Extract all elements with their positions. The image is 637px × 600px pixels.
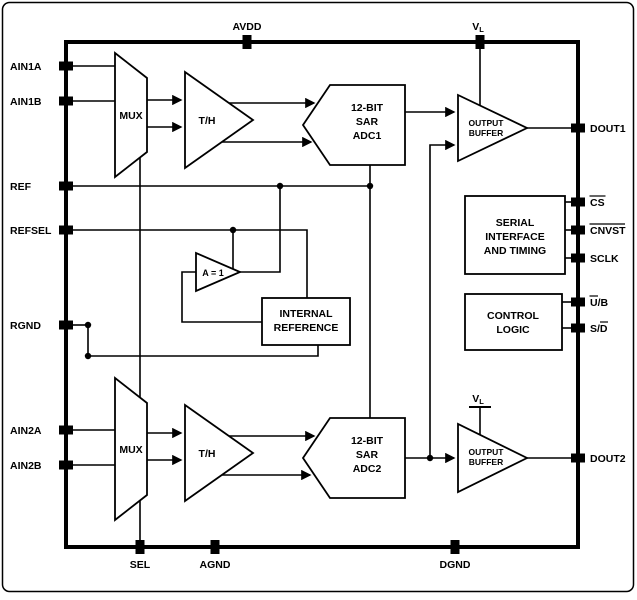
serial-label-line3: AND TIMING	[484, 245, 546, 257]
pin-cnvst	[571, 225, 585, 235]
th1-block	[184, 70, 255, 170]
pin-refsel	[59, 225, 73, 235]
sel-label: SEL	[130, 559, 151, 571]
th2-block	[184, 403, 255, 503]
control-label-line1: CONTROL	[487, 310, 539, 322]
pin-ain2a	[59, 425, 73, 435]
buf2-label-line1: OUTPUT	[469, 447, 505, 457]
intref-label-line2: REFERENCE	[274, 322, 339, 334]
pin-dout1	[571, 123, 585, 133]
output-buffer1-block	[457, 93, 530, 163]
pin-agnd	[210, 540, 220, 554]
mux1-block	[114, 51, 148, 179]
ref-adc-junction	[366, 182, 374, 190]
pin-dout2	[571, 453, 585, 463]
dgnd-label: DGND	[440, 559, 471, 571]
pin-rgnd	[59, 320, 73, 330]
pin-ain1a	[59, 61, 73, 71]
amp-label: A = 1	[202, 268, 223, 278]
cnvst-label: CNVST	[590, 225, 626, 237]
pin-ain1b	[59, 96, 73, 106]
rgnd-junction-a	[84, 321, 92, 329]
pin-vl	[475, 35, 485, 49]
vl-label: VL	[472, 21, 484, 34]
pin-labels: AVDD VL AIN1A AIN1B REF REFSEL RGND AIN2…	[10, 21, 626, 571]
vl2-label-base: V	[472, 393, 479, 405]
adc2-label-line1: 12-BIT	[351, 435, 384, 447]
buf1-label-line2: BUFFER	[469, 128, 503, 138]
avdd-label: AVDD	[233, 21, 262, 33]
adc1-label-line3: ADC1	[353, 130, 382, 142]
sd-label-over: D	[600, 323, 608, 335]
rgnd-intref-wire	[88, 345, 319, 357]
adc2-label-line2: SAR	[356, 449, 379, 461]
control-label-line2: LOGIC	[496, 324, 530, 336]
ref-amp-junction	[276, 182, 284, 190]
refsel-junction	[229, 226, 237, 234]
output-buffer2-block	[457, 422, 530, 494]
dout1-label: DOUT1	[590, 123, 626, 135]
block-labels: MUX T/H 12-BIT SAR ADC1 OUTPUT BUFFER SE…	[119, 102, 546, 475]
ain1a-label: AIN1A	[10, 61, 42, 73]
vl2-label-sub: L	[479, 397, 484, 406]
vl2-label: VL	[472, 393, 484, 406]
adc1-label-line1: 12-BIT	[351, 102, 384, 114]
ain1b-label: AIN1B	[10, 96, 42, 108]
ub-label-rest: /B	[598, 297, 609, 309]
rgnd-label: RGND	[10, 320, 41, 332]
junction-dots	[84, 182, 434, 462]
th1-label: T/H	[199, 115, 216, 127]
vl-label-sub: L	[479, 25, 484, 34]
ain2b-label: AIN2B	[10, 460, 42, 472]
pin-ain2b	[59, 460, 73, 470]
mux2-block	[114, 376, 148, 522]
ub-label-over: U	[590, 297, 598, 309]
serial-interface-block	[464, 195, 566, 275]
sd-label: S/D	[590, 323, 608, 335]
refsel-wire	[73, 229, 308, 298]
pin-ub	[571, 297, 585, 307]
sd-label-pre: S/	[590, 323, 600, 335]
refsel-label: REFSEL	[10, 225, 52, 237]
pin-sd	[571, 323, 585, 333]
adc1-label-line2: SAR	[356, 116, 379, 128]
pin-dgnd	[450, 540, 460, 554]
cs-label: CS	[590, 197, 605, 209]
adc2-output-junction	[426, 454, 434, 462]
internal-reference-block	[261, 297, 351, 346]
pin-cs	[571, 197, 585, 207]
adc2-block	[301, 417, 406, 499]
vl-label-base: V	[472, 21, 479, 33]
sclk-label: SCLK	[590, 253, 619, 265]
mux1-label: MUX	[119, 110, 142, 122]
pin-sel	[135, 540, 145, 554]
mux2-label: MUX	[119, 444, 142, 456]
control-logic-block	[464, 293, 563, 351]
blocks	[114, 51, 566, 522]
dout2-label: DOUT2	[590, 453, 626, 465]
ain2a-label: AIN2A	[10, 425, 42, 437]
pin-sclk	[571, 253, 585, 263]
amp-output-wire	[240, 186, 281, 273]
ref-label: REF	[10, 181, 32, 193]
th2-label: T/H	[199, 448, 216, 460]
ub-label: U/B	[590, 297, 609, 309]
adc2-label-line3: ADC2	[353, 463, 382, 475]
intref-amp-input-wire	[181, 271, 262, 323]
buf1-label-line1: OUTPUT	[469, 118, 505, 128]
serial-label-line1: SERIAL	[496, 217, 535, 229]
wires	[73, 49, 571, 540]
pin-pads	[59, 35, 585, 554]
intref-label-line1: INTERNAL	[279, 308, 333, 320]
adc1-block	[301, 84, 406, 166]
rgnd-junction-b	[84, 352, 92, 360]
serial-label-line2: INTERFACE	[485, 231, 545, 243]
buf2-label-line2: BUFFER	[469, 457, 503, 467]
pin-avdd	[242, 35, 252, 49]
reference-amp-block	[195, 251, 243, 293]
agnd-label: AGND	[200, 559, 231, 571]
adc2-buf1-wire	[429, 139, 456, 458]
pin-ref	[59, 181, 73, 191]
